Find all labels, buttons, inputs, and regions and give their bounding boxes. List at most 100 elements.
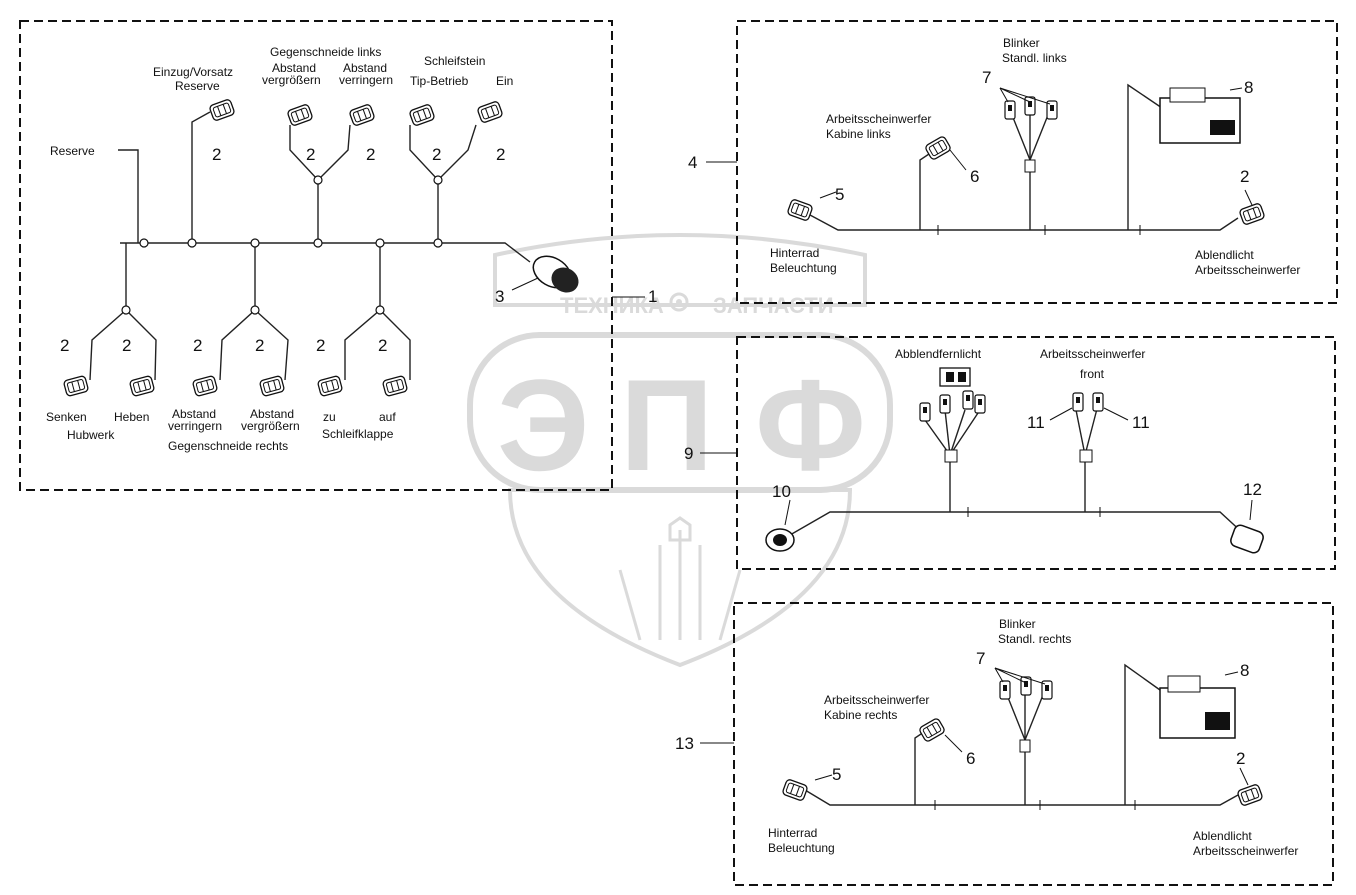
label-abstand-verg-bot-2: vergrößern [241, 419, 300, 433]
num-8: 8 [1244, 78, 1253, 97]
label-abstand-verr-bot-1: Abstand [172, 407, 216, 421]
connector-auf [381, 374, 409, 398]
label-arbeit-1: Arbeitsscheinwerfer [824, 693, 929, 707]
label-ablend: Ablendlicht [1193, 829, 1252, 843]
label-gegen-links: Gegenschneide links [270, 45, 381, 59]
num-2-verr-bot: 2 [193, 336, 202, 355]
connector-6 [923, 134, 953, 162]
callout-9: 9 [684, 444, 693, 463]
label-ablend-2: Arbeitsscheinwerfer [1195, 263, 1300, 277]
label-arbeit: Arbeitsscheinwerfer [1040, 347, 1145, 361]
label-tip-betrieb: Tip-Betrieb [410, 74, 469, 88]
num-5: 5 [835, 185, 844, 204]
label-einzug-reserve: Reserve [175, 79, 220, 93]
round-connector [532, 255, 579, 293]
num-2-verg-bot: 2 [255, 336, 264, 355]
label-ablend: Ablendlicht [1195, 248, 1254, 262]
connector-2 [1238, 202, 1266, 226]
connector-heben [128, 374, 156, 398]
num-2: 2 [1236, 749, 1245, 768]
label-heben: Heben [114, 410, 149, 424]
label-blinker: Blinker [999, 617, 1036, 631]
connector-10 [765, 528, 795, 552]
num-7: 7 [982, 68, 991, 87]
num-6: 6 [970, 167, 979, 186]
num-11-left: 11 [1027, 413, 1045, 432]
num-2-tip: 2 [432, 145, 441, 164]
num-8: 8 [1240, 661, 1249, 680]
num-2-ein: 2 [496, 145, 505, 164]
num-2-verr-top: 2 [366, 145, 375, 164]
connector-12 [1230, 524, 1264, 554]
connector-einzug [208, 98, 236, 122]
num-6: 6 [966, 749, 975, 768]
label-auf: auf [379, 410, 396, 424]
connector-senken [62, 374, 90, 398]
label-arbeit-1: Arbeitsscheinwerfer [826, 112, 931, 126]
label-abstand-verg-top-1: Abstand [272, 61, 316, 75]
num-2: 2 [1240, 167, 1249, 186]
label-abstand-verr-top-2: verringern [339, 73, 393, 87]
label-hubwerk: Hubwerk [67, 428, 115, 442]
watermark-letter-2: П [620, 352, 713, 498]
label-front: front [1080, 367, 1105, 381]
label-schleifstein: Schleifstein [424, 54, 485, 68]
label-standl: Standl. rechts [998, 632, 1071, 646]
label-beleuchtung: Beleuchtung [770, 261, 837, 275]
label-senken: Senken [46, 410, 87, 424]
gear-icon [669, 292, 689, 312]
watermark-letter-3: Ф [755, 352, 866, 498]
label-schleifklappe: Schleifklappe [322, 427, 394, 441]
connector-5 [781, 778, 809, 802]
num-2-zu: 2 [316, 336, 325, 355]
label-zu: zu [323, 410, 336, 424]
label-arbeit-2: Kabine links [826, 127, 891, 141]
label-ablend-2: Arbeitsscheinwerfer [1193, 844, 1298, 858]
connector-verg-bot [258, 374, 286, 398]
harness-13: 13 7 8 6 5 2 Blinker Standl. rechts Arbe… [675, 602, 1334, 886]
label-abblend: Abblendfernlicht [895, 347, 982, 361]
label-hinterrad: Hinterrad [770, 246, 819, 260]
num-5: 5 [832, 765, 841, 784]
num-10: 10 [772, 482, 791, 501]
label-abstand-verg-bot-1: Abstand [250, 407, 294, 421]
num-12: 12 [1243, 480, 1262, 499]
connector-8 [1159, 87, 1241, 144]
connector-6 [917, 716, 947, 744]
callout-1: 1 [648, 287, 657, 306]
connector-5 [786, 198, 814, 222]
harness-9: 9 11 11 10 12 Abblendfernlicht [684, 336, 1336, 570]
label-gegen-rechts: Gegenschneide rechts [168, 439, 288, 453]
connector-2 [1236, 783, 1264, 807]
label-beleuchtung: Beleuchtung [768, 841, 835, 855]
label-reserve: Reserve [50, 144, 95, 158]
num-11-right: 11 [1132, 413, 1150, 432]
num-2-heben: 2 [122, 336, 131, 355]
connector-verg-top [286, 103, 314, 127]
watermark-letter-1: Э [497, 352, 590, 498]
connector-zu [316, 374, 344, 398]
harness-4: 4 7 8 6 5 2 Blinker Standl. links Arbeit… [688, 20, 1338, 304]
num-2-verg-top: 2 [306, 145, 315, 164]
num-7: 7 [976, 649, 985, 668]
callout-4: 4 [688, 153, 697, 172]
label-hinterrad: Hinterrad [768, 826, 817, 840]
label-standl: Standl. links [1002, 51, 1067, 65]
label-einzug: Einzug/Vorsatz [153, 65, 233, 79]
watermark: ТЕХНИКА ЗАПЧАСТИ Э П Ф [467, 233, 893, 668]
num-2-auf: 2 [378, 336, 387, 355]
num-2-einzug: 2 [212, 145, 221, 164]
label-abstand-verr-bot-2: verringern [168, 419, 222, 433]
callout-13: 13 [675, 734, 694, 753]
label-ein: Ein [496, 74, 513, 88]
label-abstand-verr-top-1: Abstand [343, 61, 387, 75]
connector-ein [476, 100, 504, 124]
label-blinker: Blinker [1003, 36, 1040, 50]
connector-verr-bot [191, 374, 219, 398]
wheat-icon [618, 516, 742, 641]
label-arbeit-2: Kabine rechts [824, 708, 897, 722]
num-3: 3 [495, 287, 504, 306]
connector-tip [408, 103, 436, 127]
label-abstand-verg-top-2: vergrößern [262, 73, 321, 87]
